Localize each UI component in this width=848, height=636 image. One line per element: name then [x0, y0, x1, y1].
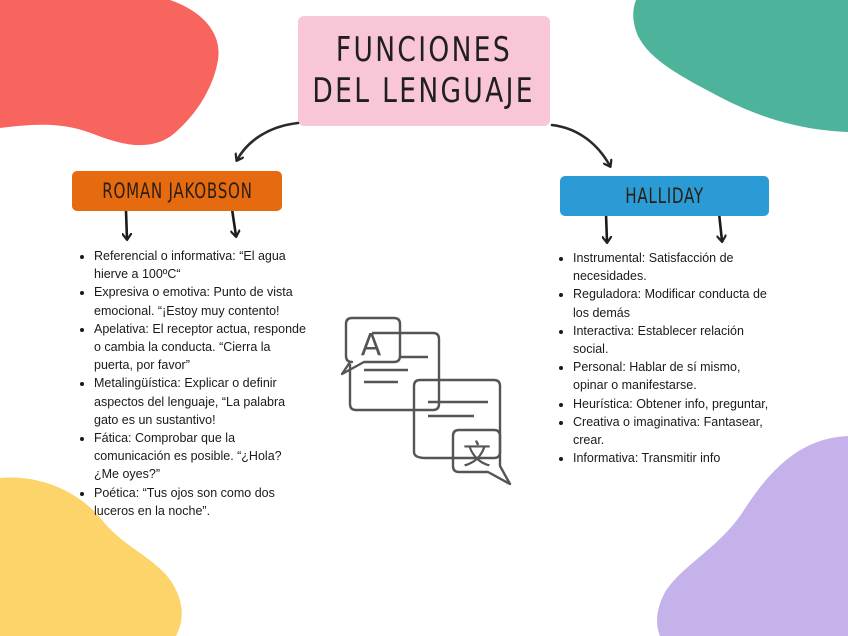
jakobson-item-poetica: Poética: “Tus ojos son como dos luceros … [94, 484, 306, 520]
jakobson-item-expresiva: Expresiva o emotiva: Punto de vista emoc… [94, 283, 306, 319]
title-to-right-arrow [552, 125, 610, 166]
halliday-item-creativa: Creativa o imaginativa: Fantasear, crear… [573, 413, 773, 449]
right-down-arrow-1 [606, 214, 607, 242]
halliday-label: HALLIDAY [560, 176, 769, 216]
glyph-a-text: A [361, 328, 382, 363]
jakobson-functions-list: Referencial o informativa: “El agua hier… [74, 247, 306, 520]
jakobson-item-referencial: Referencial o informativa: “El agua hier… [94, 247, 306, 283]
jakobson-item-metalinguistica: Metalingüística: Explicar o definir aspe… [94, 374, 306, 429]
jakobson-item-fatica: Fática: Comprobar que la comunicación es… [94, 429, 306, 484]
halliday-item-interactiva: Interactiva: Establecer relación social. [573, 322, 773, 358]
halliday-label-text: HALLIDAY [625, 184, 704, 208]
halliday-item-personal: Personal: Hablar de sí mismo, opinar o m… [573, 358, 773, 394]
halliday-item-reguladora: Reguladora: Modificar conducta de los de… [573, 285, 773, 321]
title-to-left-arrow [237, 123, 298, 160]
glyph-b-text: 文 [463, 438, 491, 471]
translate-icon: A 文 [342, 318, 510, 484]
left-down-arrow-2 [232, 209, 236, 236]
halliday-item-instrumental: Instrumental: Satisfacción de necesidade… [573, 249, 773, 285]
right-down-arrow-2 [719, 213, 722, 241]
jakobson-label: ROMAN JAKOBSON [72, 171, 282, 211]
halliday-item-informativa: Informativa: Transmitir info [573, 449, 773, 467]
jakobson-item-apelativa: Apelativa: El receptor actua, responde o… [94, 320, 306, 375]
jakobson-label-text: ROMAN JAKOBSON [102, 179, 252, 203]
left-down-arrow-1 [126, 211, 127, 239]
halliday-item-heuristica: Heurística: Obtener info, preguntar, [573, 395, 773, 413]
halliday-functions-list: Instrumental: Satisfacción de necesidade… [553, 249, 773, 467]
